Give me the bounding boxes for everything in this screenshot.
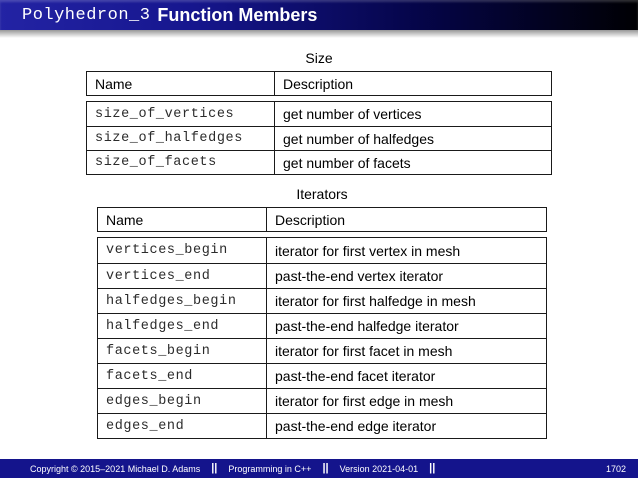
title-bar-shadow [0, 30, 638, 38]
size-table-header: Name Description [86, 71, 552, 96]
iterators-table-body: vertices_begin iterator for first vertex… [97, 237, 547, 439]
column-header-description: Description [266, 208, 546, 231]
function-description: get number of halfedges [274, 126, 551, 150]
table-caption-size: Size [305, 50, 333, 66]
function-description: iterator for first halfedge in mesh [266, 288, 546, 313]
function-name: facets_end [98, 363, 266, 388]
function-description: past-the-end vertex iterator [266, 263, 546, 288]
function-name: size_of_halfedges [87, 126, 274, 150]
column-header-description: Description [274, 72, 551, 95]
function-description: get number of facets [274, 150, 551, 174]
function-description: iterator for first edge in mesh [266, 388, 546, 413]
function-description: past-the-end halfedge iterator [266, 313, 546, 338]
footer-separator: || [211, 462, 218, 474]
footer-separator: || [429, 462, 436, 474]
function-description: iterator for first facet in mesh [266, 338, 546, 363]
column-header-name: Name [98, 208, 266, 231]
function-name: size_of_vertices [87, 102, 274, 126]
page-title: Function Members [157, 4, 318, 25]
iterators-table-section: Iterators Name Description vertices_begi… [97, 186, 547, 439]
function-description: iterator for first vertex in mesh [266, 238, 546, 263]
function-description: past-the-end facet iterator [266, 363, 546, 388]
iterators-table-header: Name Description [97, 207, 547, 232]
function-name: facets_begin [98, 338, 266, 363]
function-name: vertices_end [98, 263, 266, 288]
column-header-name: Name [87, 72, 274, 95]
title-code-part: Polyhedron_3 [22, 5, 151, 25]
function-name: halfedges_begin [98, 288, 266, 313]
footer-version: Version 2021-04-01 [339, 463, 419, 474]
footer-copyright: Copyright © 2015–2021 Michael D. Adams [30, 463, 201, 474]
function-name: size_of_facets [87, 150, 274, 174]
table-caption-iterators: Iterators [296, 186, 348, 202]
function-name: edges_begin [98, 388, 266, 413]
function-description: get number of vertices [274, 102, 551, 126]
footer-separator: || [322, 462, 329, 474]
size-table-section: Size Name Description size_of_vertices g… [86, 50, 552, 175]
size-table-body: size_of_vertices get number of vertices … [86, 101, 552, 175]
function-name: halfedges_end [98, 313, 266, 338]
footer-course: Programming in C++ [228, 463, 312, 474]
slide-title-bar: Polyhedron_3 Function Members [0, 0, 638, 30]
page-number: 1702 [605, 463, 626, 474]
function-name: vertices_begin [98, 238, 266, 263]
function-description: past-the-end edge iterator [266, 413, 546, 438]
function-name: edges_end [98, 413, 266, 438]
slide-footer-bar: Copyright © 2015–2021 Michael D. Adams |… [0, 459, 638, 478]
